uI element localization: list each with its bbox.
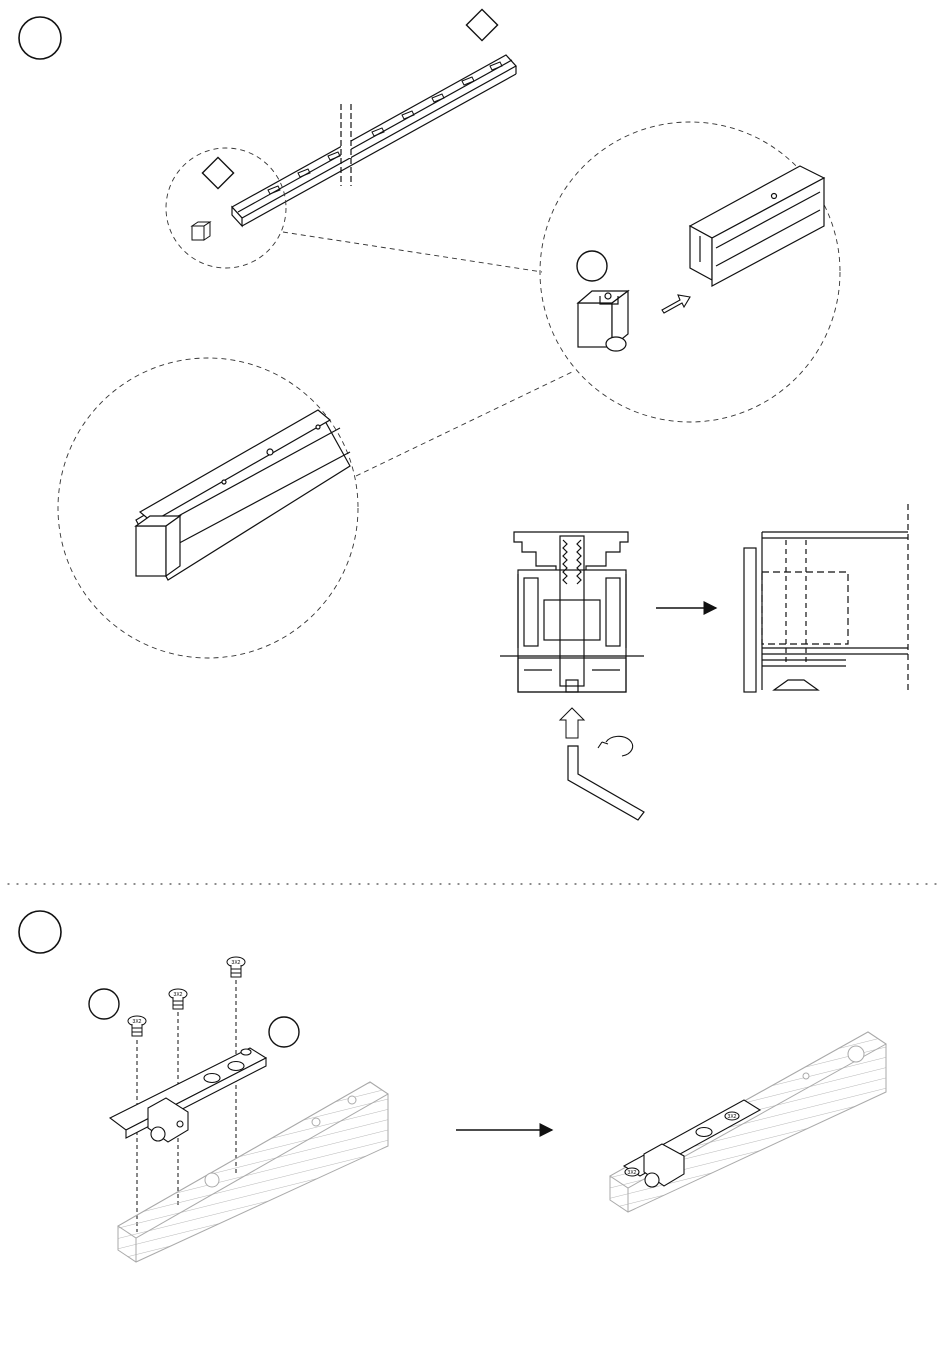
allen-key-icon [568, 746, 644, 820]
step-2-section: 3X2 3X2 3X2 [19, 911, 886, 1262]
screw-1-head: 3X2 [133, 1019, 142, 1025]
step-2-marker [19, 911, 61, 953]
screw-2-head: 3X2 [174, 992, 183, 998]
rail-overview [232, 55, 516, 226]
section-view-stopper [500, 532, 644, 692]
step-1-marker [19, 17, 61, 59]
section-view-installed [744, 504, 908, 692]
screw-head-assembled-2: 3X2 [628, 1170, 637, 1176]
circle-marker-screws [89, 989, 119, 1019]
diamond-marker-rail [466, 9, 497, 40]
screw-head-assembled-1: 3X2 [728, 1114, 737, 1120]
rotate-arrow-icon [598, 736, 633, 756]
push-arrow-icon [560, 708, 584, 738]
screw-3-head: 3X2 [232, 960, 241, 966]
rail-with-stopper-closeup [136, 410, 350, 580]
rail-end-closeup [690, 166, 824, 286]
circle-marker-stopper [577, 251, 607, 281]
stopper-large [578, 291, 628, 351]
insert-arrow-icon [662, 295, 690, 313]
hinge-bracket-left [110, 1048, 266, 1142]
stopper-small [192, 222, 210, 240]
step-1-section [19, 9, 908, 820]
diamond-marker-stopper [202, 157, 233, 188]
callout-leader-1 [283, 232, 542, 272]
callout-leader-2 [356, 372, 572, 476]
circle-marker-bracket [269, 1017, 299, 1047]
